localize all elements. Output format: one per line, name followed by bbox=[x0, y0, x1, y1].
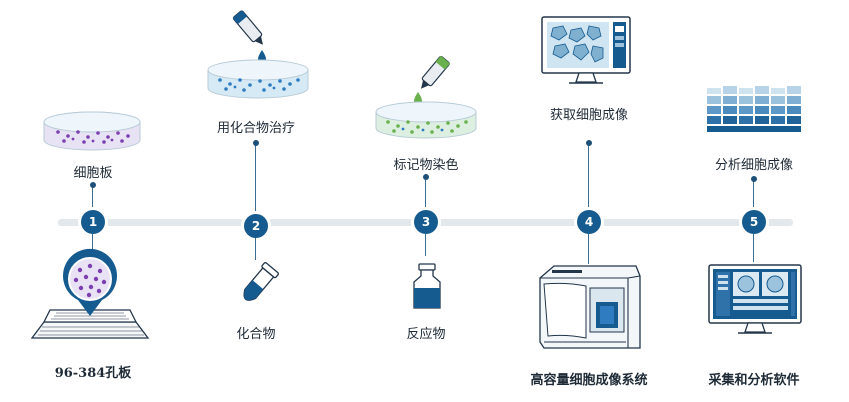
step-1-top-connector bbox=[92, 184, 93, 211]
step-2-bottom-label: 化合物 bbox=[236, 327, 276, 342]
step-4-top-connector bbox=[588, 142, 589, 211]
step-4-top-label: 获取细胞成像 bbox=[549, 108, 629, 123]
step-1-bottom-connector bbox=[92, 234, 93, 256]
compound-tube-icon bbox=[243, 262, 280, 301]
step-5-bottom-label: 采集和分析软件 bbox=[708, 373, 800, 388]
step-3-node: 3 bbox=[414, 210, 438, 234]
step-2-top-connector bbox=[255, 142, 256, 211]
step-2-top-label: 用化合物治疗 bbox=[216, 121, 296, 136]
step-3-top-label: 标记物染色 bbox=[393, 158, 459, 173]
step-4-bottom-connector bbox=[588, 234, 589, 264]
step-5-bottom-connector bbox=[753, 234, 754, 262]
step-2-node: 2 bbox=[244, 214, 268, 238]
step-1-top-dot bbox=[90, 182, 96, 188]
step-5-top-dot bbox=[751, 176, 757, 182]
step-4-node: 4 bbox=[577, 210, 601, 234]
step-5-top-connector bbox=[753, 178, 754, 211]
step-1-node: 1 bbox=[81, 210, 105, 234]
step-3-bottom-label: 反应物 bbox=[406, 327, 446, 342]
step-3-bottom-connector bbox=[425, 234, 426, 256]
step-4-top-dot bbox=[586, 140, 592, 146]
reagent-bottle-icon bbox=[413, 263, 441, 309]
high-content-imaging-system-icon bbox=[539, 265, 641, 349]
marker-staining-dish-icon bbox=[375, 55, 477, 139]
step-5-node: 5 bbox=[742, 210, 766, 234]
step-3-top-connector bbox=[425, 176, 426, 211]
compound-treatment-dish-icon bbox=[207, 10, 309, 99]
step-1-top-label: 细胞板 bbox=[73, 166, 113, 181]
acquisition-analysis-software-icon bbox=[708, 264, 802, 334]
step-1-bottom-label: 96-384孔板 bbox=[54, 366, 132, 381]
step-5-top-label: 分析细胞成像 bbox=[714, 158, 794, 173]
cell-plate-dish-icon bbox=[43, 111, 141, 151]
image-acquisition-monitor-icon bbox=[541, 16, 631, 84]
well-plate-icon bbox=[30, 248, 150, 339]
step-2-bottom-connector bbox=[255, 238, 256, 260]
image-analysis-heatmap-icon bbox=[707, 86, 801, 132]
step-2-top-dot bbox=[253, 140, 259, 146]
step-3-top-dot bbox=[423, 174, 429, 180]
step-4-bottom-label: 高容量细胞成像系统 bbox=[530, 373, 648, 388]
